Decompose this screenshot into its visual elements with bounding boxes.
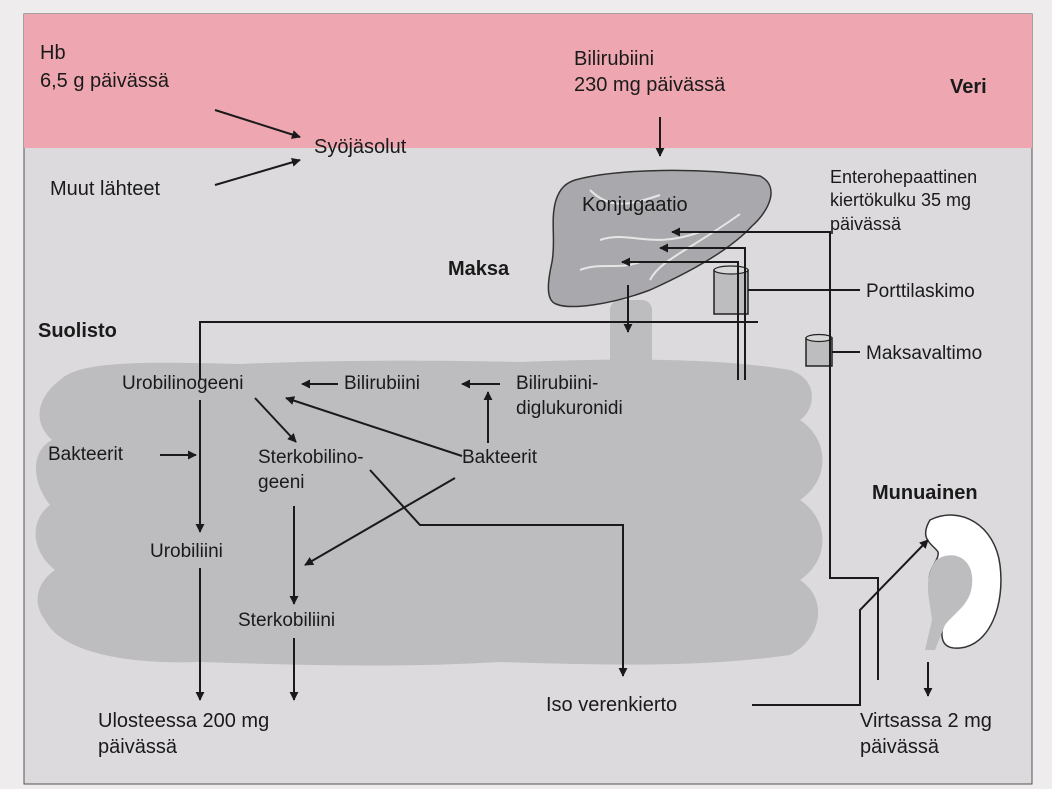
diglukuronidi-label: Bilirubiini- diglukuronidi	[516, 372, 623, 421]
blood-band	[24, 14, 1032, 148]
urobilinogeeni-label: Urobilinogeeni	[122, 372, 243, 397]
maksavaltimo-label: Maksavaltimo	[866, 342, 982, 367]
bakteerit-left-label: Bakteerit	[48, 443, 123, 468]
portal-vein-icon	[714, 266, 748, 314]
porttilaskimo-label: Porttilaskimo	[866, 280, 975, 305]
hepatic-artery-icon	[806, 335, 832, 367]
bakteerit-mid-label: Bakteerit	[462, 446, 537, 471]
ulosteessa-label: Ulosteessa 200 mg päivässä	[98, 708, 269, 760]
munuainen-label: Munuainen	[872, 480, 978, 506]
syojasolut-label: Syöjäsolut	[314, 134, 406, 160]
suolisto-label: Suolisto	[38, 318, 117, 344]
hb-amount: 6,5 g päivässä	[40, 68, 169, 94]
maksa-label: Maksa	[448, 256, 509, 282]
sterkobiliini-label: Sterkobiliini	[238, 609, 335, 634]
muut-lahteet-label: Muut lähteet	[50, 176, 160, 202]
intestine-shape	[36, 360, 823, 666]
konjugaatio-label: Konjugaatio	[582, 192, 688, 218]
veri-label: Veri	[950, 74, 987, 100]
bilirubiini-gut-label: Bilirubiini	[344, 372, 420, 397]
enterohepatic-label: Enterohepaattinen kiertökulku 35 mg päiv…	[830, 166, 977, 236]
iso-verenkierto-label: Iso verenkierto	[546, 692, 677, 718]
urobiliini-label: Urobiliini	[150, 540, 223, 565]
hb-title: Hb	[40, 40, 66, 66]
sterkobilinogeeni-label: Sterkobilino- geeni	[258, 446, 364, 495]
bilirubin-blood-label: Bilirubiini 230 mg päivässä	[574, 46, 725, 98]
virtsassa-label: Virtsassa 2 mg päivässä	[860, 708, 992, 760]
bile-duct-shape	[610, 300, 652, 370]
